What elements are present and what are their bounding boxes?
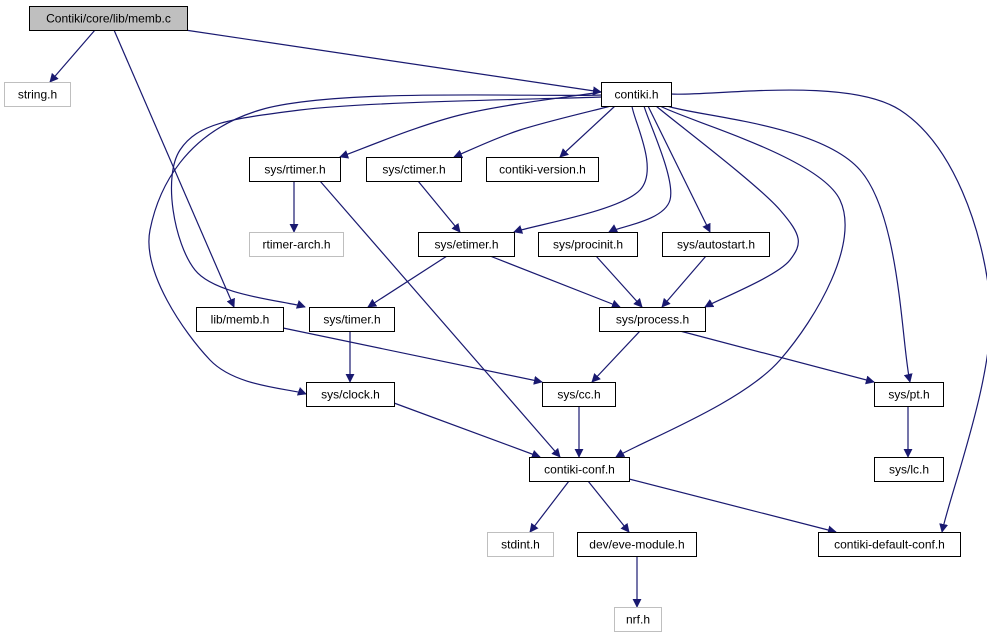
edge-etimer_h-to-process_h <box>489 255 621 309</box>
node-process-h[interactable]: sys/process.h <box>599 307 706 332</box>
edge-contiki_h-to-ctimer_h <box>453 105 612 159</box>
node-label: contiki.h <box>614 88 658 102</box>
node-box <box>4 82 71 107</box>
edge-contiki_h-to-conf_h <box>615 105 846 458</box>
node-timer-h[interactable]: sys/timer.h <box>309 307 395 332</box>
node-box <box>306 382 395 407</box>
node-box <box>309 307 395 332</box>
edge-contiki_h-to-defconf_h <box>670 89 987 533</box>
node-label: sys/lc.h <box>889 463 929 477</box>
node-label: stdint.h <box>501 538 540 552</box>
node-box <box>874 382 944 407</box>
edge-conf_h-to-stdint_h <box>529 480 570 533</box>
node-etimer-h[interactable]: sys/etimer.h <box>418 232 515 257</box>
node-label: dev/eve-module.h <box>589 538 684 552</box>
node-stdint-h: stdint.h <box>487 532 554 557</box>
node-eve-h[interactable]: dev/eve-module.h <box>577 532 697 557</box>
nodes-layer: Contiki/core/lib/memb.c string.h contiki.h… <box>4 6 961 632</box>
node-box <box>249 157 341 182</box>
node-box <box>542 382 616 407</box>
edge-contiki_h-to-process_h <box>655 105 799 308</box>
node-procinit-h[interactable]: sys/procinit.h <box>538 232 638 257</box>
edges-layer <box>49 29 987 608</box>
node-conf-h[interactable]: contiki-conf.h <box>529 457 630 482</box>
edge-contiki_h-to-procinit_h <box>608 105 672 233</box>
edge-contiki_h-to-autostart_h <box>647 105 711 233</box>
edge-autostart_h-to-process_h <box>661 255 707 308</box>
node-cc-h[interactable]: sys/cc.h <box>542 382 616 407</box>
node-defconf-h[interactable]: contiki-default-conf.h <box>818 532 961 557</box>
node-lc-h[interactable]: sys/lc.h <box>874 457 944 482</box>
node-rtimer-arch-h: rtimer-arch.h <box>249 232 344 257</box>
node-label: sys/cc.h <box>557 388 600 402</box>
node-string-h: string.h <box>4 82 71 107</box>
node-label: contiki-default-conf.h <box>834 538 945 552</box>
edge-memb_c-to-memb_h <box>113 29 235 308</box>
node-autostart-h[interactable]: sys/autostart.h <box>662 232 770 257</box>
edge-contiki_h-to-timer_h <box>170 96 602 309</box>
node-box <box>599 307 706 332</box>
node-box <box>486 157 599 182</box>
node-label: contiki-version.h <box>499 163 586 177</box>
edge-conf_h-to-defconf_h <box>628 478 837 535</box>
node-contiki-h[interactable]: contiki.h <box>601 82 672 107</box>
edge-conf_h-to-eve_h <box>587 480 630 533</box>
node-label: string.h <box>18 88 57 102</box>
edge-rtimer_h-to-conf_h <box>319 180 561 458</box>
node-label: sys/process.h <box>616 313 689 327</box>
node-label: rtimer-arch.h <box>262 238 330 252</box>
edge-memb_c-to-contiki_h <box>184 29 602 96</box>
node-label: sys/procinit.h <box>553 238 623 252</box>
node-label: nrf.h <box>626 613 650 627</box>
node-label: sys/rtimer.h <box>264 163 325 177</box>
node-ctimer-h[interactable]: sys/ctimer.h <box>366 157 462 182</box>
node-clock-h[interactable]: sys/clock.h <box>306 382 395 407</box>
edge-memb_h-to-cc_h <box>282 327 543 385</box>
edge-process_h-to-cc_h <box>591 330 641 383</box>
node-label: sys/ctimer.h <box>382 163 445 177</box>
node-box <box>662 232 770 257</box>
edge-contiki_h-to-clock_h <box>148 94 602 396</box>
node-box <box>538 232 638 257</box>
node-version-h[interactable]: contiki-version.h <box>486 157 599 182</box>
node-box <box>196 307 284 332</box>
node-box <box>577 532 697 557</box>
node-memb-h[interactable]: lib/memb.h <box>196 307 284 332</box>
node-label: sys/timer.h <box>323 313 380 327</box>
node-label: Contiki/core/lib/memb.c <box>46 12 171 26</box>
edge-contiki_h-to-etimer_h <box>513 105 648 234</box>
node-label: lib/memb.h <box>211 313 270 327</box>
node-label: sys/etimer.h <box>434 238 498 252</box>
node-box <box>366 157 462 182</box>
node-box <box>418 232 515 257</box>
node-nrf-h: nrf.h <box>614 607 662 632</box>
node-label: sys/clock.h <box>321 388 380 402</box>
node-label: sys/autostart.h <box>677 238 755 252</box>
edge-clock_h-to-conf_h <box>393 402 541 459</box>
edge-procinit_h-to-process_h <box>595 255 643 308</box>
edge-process_h-to-pt_h <box>679 330 875 385</box>
edge-memb_c-to-string_h <box>49 29 96 83</box>
node-label: contiki-conf.h <box>544 463 615 477</box>
node-pt-h[interactable]: sys/pt.h <box>874 382 944 407</box>
node-label: sys/pt.h <box>888 388 929 402</box>
edge-contiki_h-to-rtimer_h <box>339 91 602 159</box>
edge-etimer_h-to-timer_h <box>367 255 448 308</box>
node-memb-c[interactable]: Contiki/core/lib/memb.c <box>29 6 188 31</box>
node-box <box>487 532 554 557</box>
edge-contiki_h-to-version_h <box>559 105 616 158</box>
edge-contiki_h-to-pt_h <box>666 105 913 383</box>
node-box <box>529 457 630 482</box>
node-box <box>614 607 662 632</box>
node-rtimer-h[interactable]: sys/rtimer.h <box>249 157 341 182</box>
node-box <box>874 457 944 482</box>
edge-ctimer_h-to-etimer_h <box>417 180 461 233</box>
node-box <box>249 232 344 257</box>
node-box <box>601 82 672 107</box>
node-box <box>818 532 961 557</box>
node-box <box>29 6 188 31</box>
